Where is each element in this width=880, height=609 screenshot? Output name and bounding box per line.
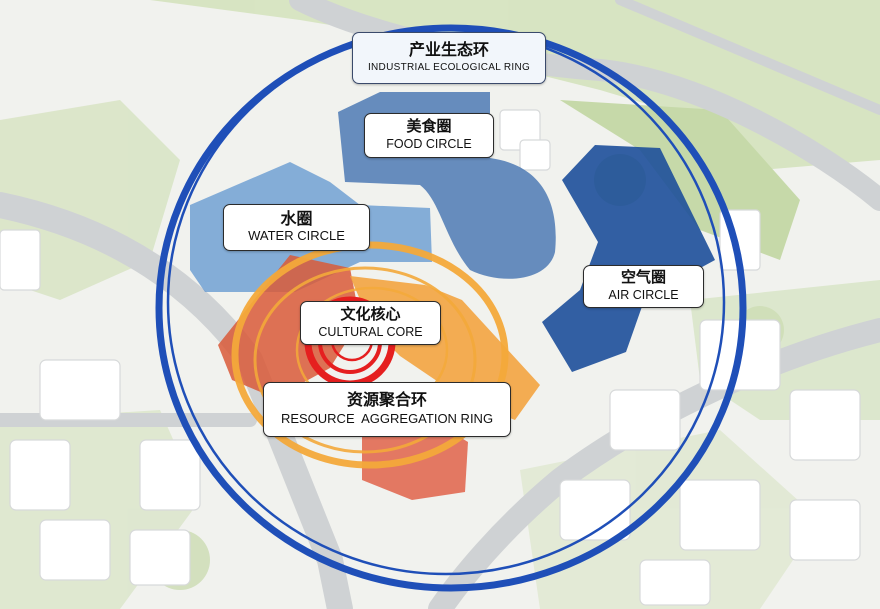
air-circle-label: 空气圈 AIR CIRCLE bbox=[583, 265, 704, 308]
cultural-core-label: 文化核心 CULTURAL CORE bbox=[300, 301, 441, 345]
air-zone bbox=[542, 145, 715, 372]
resource-rings bbox=[231, 241, 509, 469]
water-circle-label: 水圈 WATER CIRCLE bbox=[223, 204, 370, 251]
food-circle-label: 美食圈 FOOD CIRCLE bbox=[364, 113, 494, 158]
resource-aggregation-ring-label: 资源聚合环 RESOURCE AGGREGATION RING bbox=[263, 382, 511, 437]
resource-ring-title-zh: 资源聚合环 bbox=[346, 390, 427, 410]
air-circle-title-en: AIR CIRCLE bbox=[608, 288, 679, 303]
air-circle-title-zh: 空气圈 bbox=[620, 268, 666, 287]
cultural-core-title-en: CULTURAL CORE bbox=[318, 324, 423, 339]
buildings bbox=[0, 109, 861, 606]
culture-zone bbox=[218, 255, 360, 398]
resource-ring-title-en: RESOURCE AGGREGATION RING bbox=[280, 410, 494, 426]
industrial-ecological-ring-label: 产业生态环 INDUSTRIAL ECOLOGICAL RING bbox=[352, 32, 546, 84]
water-circle-title-zh: 水圈 bbox=[280, 208, 313, 228]
food-circle-title-zh: 美食圈 bbox=[406, 117, 452, 136]
industrial-ring bbox=[155, 24, 747, 592]
resource-lower-zone bbox=[362, 425, 468, 500]
water-circle-title-en: WATER CIRCLE bbox=[248, 228, 345, 244]
industrial-ring-title-en: INDUSTRIAL ECOLOGICAL RING bbox=[367, 62, 531, 74]
food-circle-title-en: FOOD CIRCLE bbox=[386, 137, 472, 152]
cultural-core-title-zh: 文化核心 bbox=[340, 304, 401, 323]
industrial-ring-title-zh: 产业生态环 bbox=[408, 40, 489, 60]
